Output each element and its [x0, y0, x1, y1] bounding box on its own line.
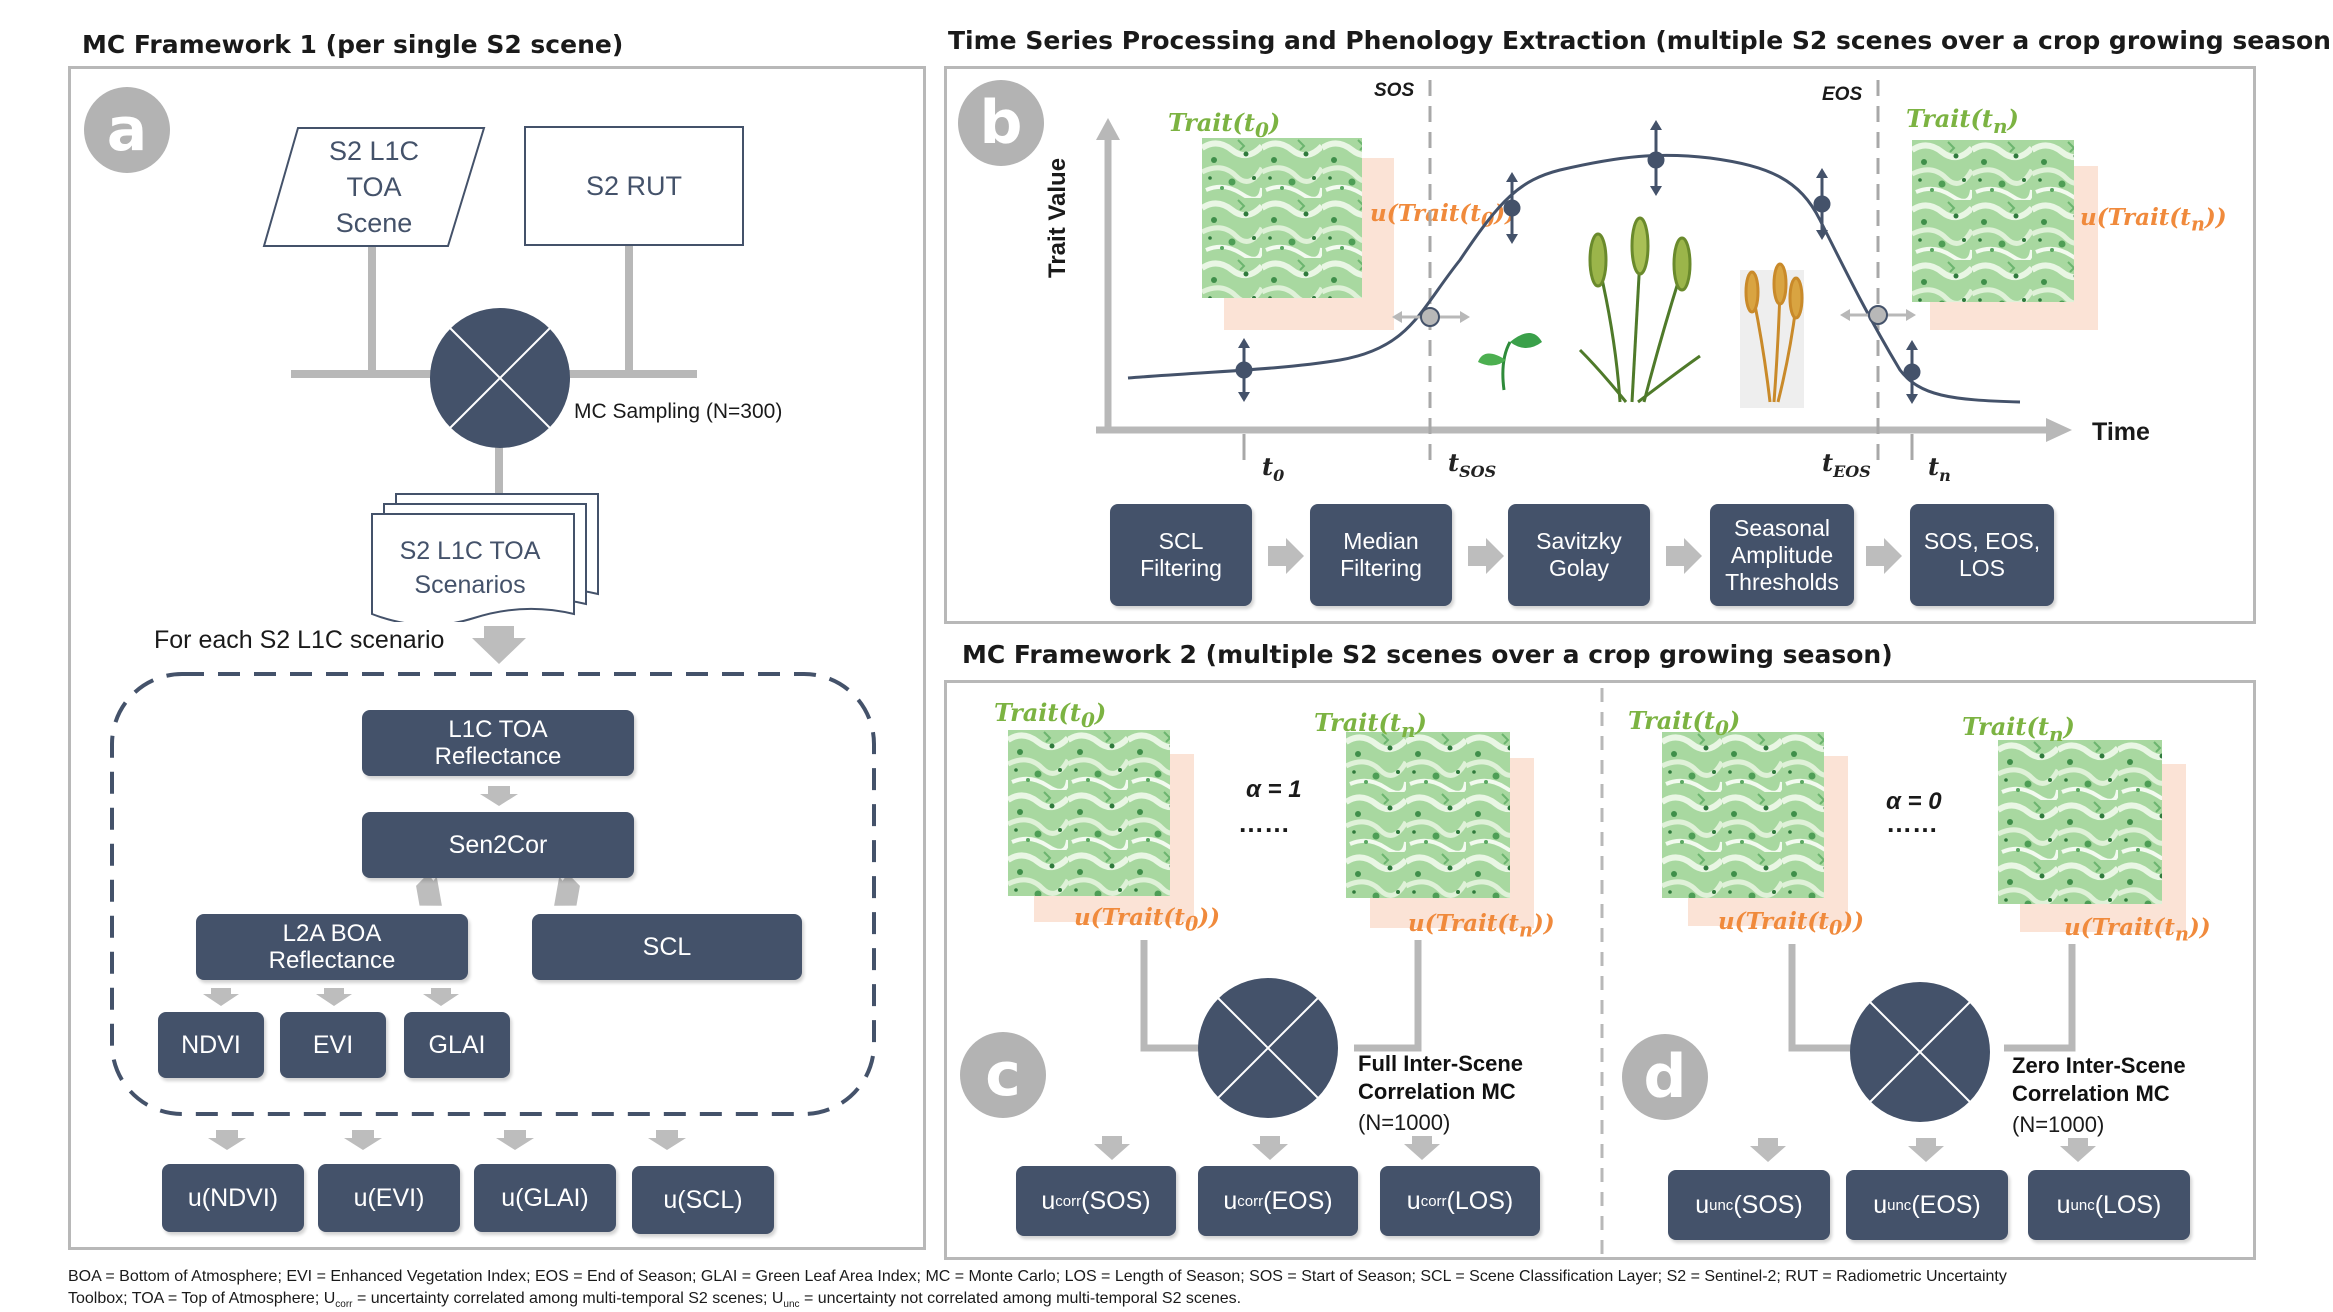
mc-framework-2-title: MC Framework 2 (multiple S2 scenes over …	[962, 640, 1893, 669]
c-alpha: α = 1	[1246, 776, 1302, 803]
ndvi-box: NDVI	[158, 1012, 264, 1078]
u-scl-box: u(SCL)	[632, 1166, 774, 1234]
step-median-filtering: Median Filtering	[1310, 504, 1452, 606]
d-output-arrows	[1750, 1138, 2096, 1162]
u-glai-box: u(GLAI)	[474, 1164, 616, 1232]
d-connectors	[1788, 944, 2076, 1052]
badge-c: c	[960, 1032, 1046, 1118]
c-connectors	[1140, 940, 1422, 1052]
l2a-reflectance-box: L2A BOA Reflectance	[196, 914, 468, 980]
badge-d: d	[1622, 1034, 1708, 1120]
step-arrows	[1268, 538, 1902, 574]
c-trait-t0-label: Trait(t0)	[994, 698, 1107, 732]
input-l1c-shape	[262, 127, 486, 247]
c-trait-tn-label: Trait(tn)	[1314, 708, 1427, 742]
d-trait-t0-label: Trait(t0)	[1628, 706, 1741, 740]
d-mc-node	[1850, 982, 1990, 1122]
c-u-trait-tn-label: u(Trait(tn))	[1408, 910, 1555, 942]
eos-label: EOS	[1822, 84, 1863, 105]
badge-b: b	[958, 80, 1044, 166]
input-l1c-scene: S2 L1C TOA Scene	[328, 136, 420, 238]
mc-sampling-node	[430, 308, 570, 448]
d-trait-map-t0	[1662, 732, 1824, 898]
evi-box: EVI	[280, 1012, 386, 1078]
wheat-green-icon	[1578, 216, 1701, 404]
u-trait-tn-label: u(Trait(tn))	[2080, 204, 2227, 236]
footnote-line-1: BOA = Bottom of Atmosphere; EVI = Enhanc…	[68, 1268, 2007, 1285]
cd-divider	[1600, 688, 1604, 1258]
sen2cor-box: Sen2Cor	[362, 812, 634, 878]
for-each-label: For each S2 L1C scenario	[154, 626, 445, 654]
input-s2-rut: S2 RUT	[524, 126, 744, 246]
seedling-icon	[1478, 333, 1542, 391]
tick-tn: tn	[1928, 452, 1951, 485]
tick-t0: t0	[1262, 452, 1285, 485]
trait-map-tn	[1912, 140, 2074, 302]
y-axis-label: Trait Value	[1044, 157, 1071, 278]
trait-map-t0	[1202, 138, 1362, 298]
wheat-dry-icon	[1740, 262, 1804, 408]
d-trait-map-tn	[1998, 740, 2162, 904]
panel-a-connectors	[110, 246, 876, 1150]
d-alpha: α = 0	[1886, 788, 1942, 815]
l1c-reflectance-box: L1C TOA Reflectance	[362, 710, 634, 776]
c-output-arrows	[1094, 1136, 1440, 1160]
u-evi-box: u(EVI)	[318, 1164, 460, 1232]
mc-framework-1-title: MC Framework 1 (per single S2 scene)	[82, 30, 624, 59]
x-axis-label: Time	[2092, 418, 2150, 446]
scenarios-stack	[371, 493, 599, 622]
time-series-title: Time Series Processing and Phenology Ext…	[948, 26, 2333, 55]
d-u-trait-tn-label: u(Trait(tn))	[2064, 914, 2211, 946]
step-scl-filtering: SCL Filtering	[1110, 504, 1252, 606]
c-dots: ……	[1238, 808, 1290, 838]
mc-sampling-label: MC Sampling (N=300)	[574, 400, 783, 423]
d-u-trait-t0-label: u(Trait(t0))	[1718, 908, 1865, 940]
c-trait-map-t0	[1008, 730, 1170, 896]
d-n-label: (N=1000)	[2012, 1112, 2105, 1137]
d-mc-label: Zero Inter-Scene Correlation MC	[2012, 1053, 2186, 1106]
c-u-trait-t0-label: u(Trait(t0))	[1074, 904, 1221, 936]
step-seasonal-amplitude: Seasonal Amplitude Thresholds	[1710, 504, 1854, 606]
d-dots: ……	[1886, 808, 1938, 838]
step-sos-eos-los: SOS, EOS, LOS	[1910, 504, 2054, 606]
badge-a: a	[84, 87, 170, 173]
glai-box: GLAI	[404, 1012, 510, 1078]
scl-box: SCL	[532, 914, 802, 980]
phenology-curve-plot	[1096, 80, 2072, 460]
sos-label: SOS	[1374, 80, 1415, 101]
footnote-line-2: Toolbox; TOA = Top of Atmosphere; Ucorr …	[68, 1290, 1242, 1311]
tick-tsos: tSOS	[1448, 448, 1497, 481]
u-ndvi-box: u(NDVI)	[162, 1164, 304, 1232]
tick-teos: tEOS	[1822, 448, 1871, 481]
trait-tn-label: Trait(tn)	[1906, 104, 2019, 138]
d-trait-tn-label: Trait(tn)	[1962, 712, 2075, 746]
trait-t0-label: Trait(t0)	[1168, 108, 1281, 142]
c-mc-node	[1198, 978, 1338, 1118]
c-mc-label: Full Inter-Scene Correlation MC	[1358, 1051, 1524, 1104]
c-trait-map-tn	[1346, 732, 1510, 898]
scenarios-label: S2 L1C TOA Scenarios	[399, 537, 541, 599]
c-n-label: (N=1000)	[1358, 1110, 1451, 1135]
step-savitzky-golay: Savitzky Golay	[1508, 504, 1650, 606]
